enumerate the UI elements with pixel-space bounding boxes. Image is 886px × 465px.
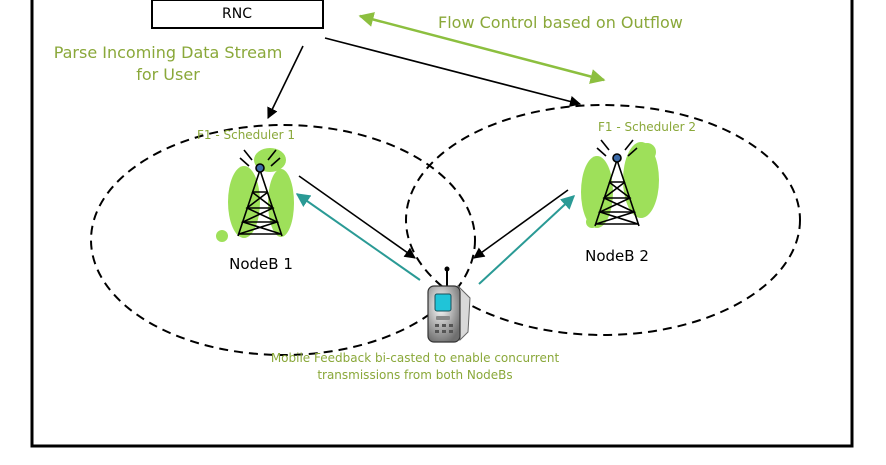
nodeb1: F1 - Scheduler 1 NodeB 1	[197, 128, 295, 273]
flow-control-arrow	[358, 12, 606, 84]
mobile-feedback-to-nodeb2-arrow	[478, 195, 576, 285]
scheduler2-label: F1 - Scheduler 2	[598, 120, 696, 134]
mobile-note-line2: transmissions from both NodeBs	[317, 368, 512, 382]
scheduler1-label: F1 - Scheduler 1	[197, 128, 295, 142]
coverage-area-nodeb1	[90, 124, 476, 356]
parse-note-line2: for User	[136, 65, 200, 84]
rnc-to-nodeb1-arrow	[267, 45, 304, 120]
flow-control-label: Flow Control based on Outflow	[438, 13, 683, 32]
rnc-box: RNC	[151, 0, 324, 29]
rnc-to-nodeb2-arrow	[324, 37, 582, 107]
nodeb1-label: NodeB 1	[229, 255, 293, 273]
mobile-note-line1: Mobile Feedback bi-casted to enable conc…	[271, 351, 560, 365]
rnc-label: RNC	[222, 6, 252, 22]
nodeb2: F1 - Scheduler 2 NodeB 2	[581, 120, 696, 265]
parse-note-line1: Parse Incoming Data Stream	[54, 43, 283, 62]
cell-tower-icon	[594, 139, 640, 227]
nodeb2-to-mobile-arrow	[473, 189, 569, 259]
nodeb1-to-mobile-arrow	[298, 175, 416, 259]
mobile-feedback-to-nodeb1-arrow	[295, 193, 421, 281]
mobile-phone-icon	[427, 266, 471, 343]
outer-frame	[30, 0, 854, 448]
nodeb2-label: NodeB 2	[585, 247, 649, 265]
coverage-area-nodeb2	[405, 104, 801, 336]
cell-tower-icon	[237, 149, 283, 237]
